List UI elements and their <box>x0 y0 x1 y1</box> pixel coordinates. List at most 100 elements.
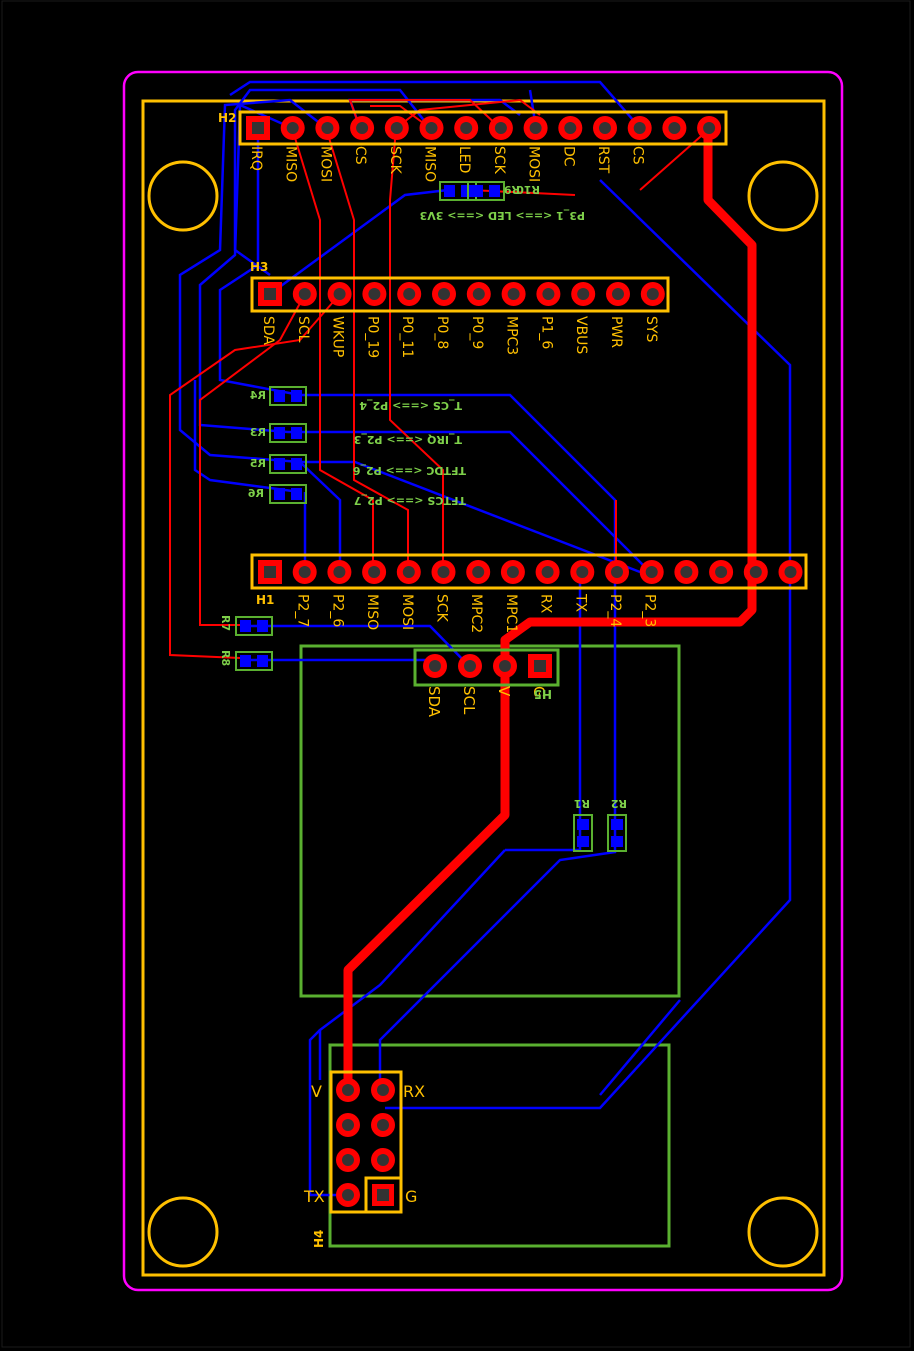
r4-ref: R4 <box>250 389 266 402</box>
pin-label: SCL <box>295 316 311 343</box>
pad-drill <box>321 122 334 134</box>
h4-label-rx: RX <box>403 1082 425 1101</box>
pad-drill <box>668 122 681 134</box>
pin-label: CS <box>352 146 368 165</box>
pad-drill <box>646 288 659 300</box>
pin-label: P2_3 <box>642 594 658 627</box>
r6-note: TFTCS <==> P2_7 <box>354 494 466 507</box>
r10-ref: R10 <box>516 183 540 196</box>
pin-label: MISO <box>364 594 380 630</box>
r8-ref: R8 <box>219 650 232 666</box>
pad-drill <box>534 660 546 672</box>
resistor-pad <box>444 185 455 197</box>
resistor-outline <box>467 181 505 201</box>
pin-label: MPC2 <box>468 594 484 633</box>
pad-drill <box>437 566 450 578</box>
resistor-r4 <box>269 386 307 406</box>
pad-drill <box>611 566 623 578</box>
pin-label: SDA <box>260 316 276 345</box>
pin-label: MPC3 <box>504 316 520 355</box>
header-h3-ref: H3 <box>250 260 268 274</box>
pad-drill <box>368 288 381 300</box>
resistors <box>235 181 627 852</box>
h4-label-g: G <box>405 1187 417 1206</box>
pad-drill <box>612 288 624 300</box>
pin-label: MOSI <box>317 146 333 182</box>
pin-label: RX <box>538 594 554 614</box>
pin-label: MISO <box>422 146 438 182</box>
resistor-pad <box>274 390 285 402</box>
r3-ref: R3 <box>250 426 266 439</box>
pad-drill <box>541 566 554 578</box>
pad-drill <box>438 288 450 300</box>
resistor-r9 <box>467 181 505 201</box>
pin-label: P0_8 <box>434 316 450 349</box>
resistor-pad <box>274 488 285 500</box>
pad-drill <box>356 122 369 134</box>
header-h1-outline <box>250 553 808 590</box>
pin-label: RST <box>595 146 611 174</box>
pin-label: V <box>495 686 513 697</box>
resistor-r6 <box>269 484 307 504</box>
pad-drill <box>286 122 299 134</box>
mounting-hole-bottom-right <box>747 1196 819 1268</box>
pin-label: DC <box>560 146 576 167</box>
resistor-pad <box>472 185 483 197</box>
header-h5-outline <box>413 648 560 687</box>
resistor-pad <box>291 458 302 470</box>
pin-label: SYS <box>643 316 659 342</box>
h4-label-tx: TX <box>303 1187 325 1206</box>
pad-drill <box>377 1084 389 1096</box>
pin-label: P1_6 <box>538 316 554 349</box>
pad-drill <box>506 566 519 578</box>
resistor-pad <box>291 427 302 439</box>
resistor-pad <box>257 655 268 667</box>
pad-drill <box>403 288 416 300</box>
pad-drill <box>377 1189 389 1201</box>
pin-label: IRQ <box>248 146 264 171</box>
pad-drill <box>464 660 476 672</box>
mounting-hole-bottom-left <box>147 1196 219 1268</box>
header-h4-pin1-box <box>364 1176 403 1214</box>
pin-label: SDA <box>425 686 443 718</box>
pad-drill <box>749 566 762 578</box>
header-h1-ref: H1 <box>256 593 274 607</box>
pad-drill <box>429 660 441 672</box>
pad-drill <box>564 122 577 134</box>
pad-drill <box>680 566 693 578</box>
resistor-outline <box>235 616 273 636</box>
pad-drill <box>342 1084 354 1096</box>
header-h2-ref: H2 <box>218 111 236 125</box>
resistor-pad <box>577 836 589 847</box>
resistor-r8 <box>235 651 273 671</box>
header-h3-outline <box>250 276 670 313</box>
pin-label: P2_7 <box>295 594 311 627</box>
pin-label: LED <box>456 146 472 173</box>
top-copper-layer <box>169 98 709 659</box>
pad-drill <box>377 1154 389 1166</box>
pad-drill <box>368 566 381 578</box>
pin-label: P2_6 <box>329 594 345 627</box>
pad-drill <box>703 122 716 134</box>
pad-drill <box>784 566 797 578</box>
mounting-hole-top-left <box>147 160 219 232</box>
resistor-pad <box>611 836 623 847</box>
pin-label: P2_4 <box>607 594 623 627</box>
r2-ref: R2 <box>611 797 627 810</box>
r5-note: TFTDC <==> P2_6 <box>353 464 466 477</box>
r3-note: T_IRQ <==> P2_3 <box>354 433 462 446</box>
pin-label: SCK <box>491 146 507 175</box>
pin-label: PWR <box>608 316 624 348</box>
resistor-r2 <box>607 814 627 852</box>
header-h5-ref: H5 <box>534 687 552 701</box>
pin-label: G <box>530 686 548 698</box>
r10-note: P3_1 <==> LED <==> 3V3 <box>420 209 585 222</box>
pad-drill <box>494 122 507 134</box>
resistor-r7 <box>235 616 273 636</box>
pad-drill <box>460 122 473 134</box>
